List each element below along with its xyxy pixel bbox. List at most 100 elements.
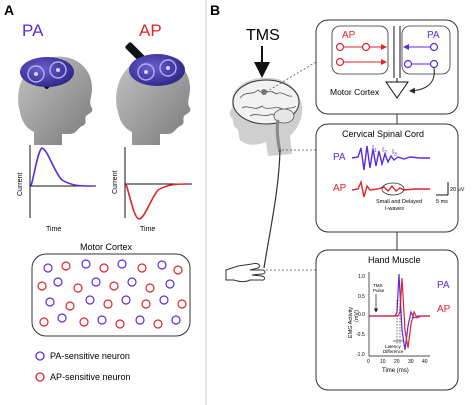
- spinal-ap-label: AP: [333, 183, 347, 194]
- ap-current-waveform: [125, 183, 189, 220]
- ap-neuron: [37, 281, 47, 291]
- ap-neuron: [137, 263, 147, 273]
- emg-ytick: 0.5: [358, 294, 365, 300]
- hand-muscle-panel: Hand Muscle EMG Activity (mV) 1.0 0.5 0.…: [315, 249, 459, 391]
- circuit-ap-label: AP: [342, 30, 356, 41]
- latency-label-2: Difference: [383, 349, 404, 354]
- ap-head-with-coil: [116, 42, 191, 145]
- brainstem: [275, 119, 282, 153]
- ap-neuron: [335, 57, 345, 67]
- time-axis-label: Time: [46, 226, 61, 233]
- spinal-pa-label: PA: [333, 152, 346, 163]
- pa-neuron: [429, 42, 439, 52]
- figure-eight-coil: [129, 54, 185, 86]
- ap-inner-box: [331, 25, 389, 75]
- pa-neuron: [403, 59, 413, 69]
- emg-ytick: -1.0: [356, 352, 365, 358]
- connector-cortex: [265, 61, 317, 93]
- emg-xlabel: Time (ms): [382, 368, 409, 374]
- small-delayed-label-1: Small and Delayed: [376, 199, 422, 205]
- current-axis-label: Current: [17, 173, 24, 196]
- side-head: [229, 77, 303, 156]
- legend-pa-marker: [35, 351, 45, 361]
- pa-neuron: [81, 259, 91, 269]
- emg-xtick: 40: [422, 359, 428, 365]
- pa-neuron: [57, 313, 67, 323]
- emg-ytick: 0.0: [358, 312, 365, 318]
- pa-neuron: [165, 279, 175, 289]
- ap-neuron: [73, 283, 83, 293]
- ap-neuron: [99, 263, 109, 273]
- tms-pulse-label: TMS: [373, 283, 383, 288]
- circuit-outer-box: [315, 19, 459, 115]
- pa-inner-box: [401, 25, 451, 75]
- ap-neuron: [335, 42, 345, 52]
- coil-wing-left: [27, 65, 45, 83]
- ap-title: AP: [139, 21, 162, 40]
- ap-spinal-waveform: [351, 179, 430, 198]
- ap-neuron: [153, 319, 163, 329]
- tms-pulse-label-2: Pulse: [373, 288, 385, 293]
- pa-title: PA: [22, 21, 44, 40]
- emg-ylabel-unit: (mV): [354, 310, 360, 322]
- ap-mep-waveform: [369, 277, 430, 349]
- legend-ap-label: AP-sensitive neuron: [50, 372, 131, 382]
- pa-current-waveform: [30, 147, 93, 187]
- hand-icon: [225, 263, 266, 282]
- ap-neuron: [103, 299, 113, 309]
- pa-neuron: [135, 315, 145, 325]
- delayed-iwave-highlight: [381, 182, 405, 196]
- cerebellum: [273, 108, 295, 124]
- ap-neuron: [65, 301, 75, 311]
- scale-ms-label: 5 ms: [436, 199, 448, 205]
- figure-eight-coil: [20, 57, 74, 87]
- pa-neuron: [97, 315, 107, 325]
- pa-current-plot: Current Time: [17, 145, 96, 233]
- pa-neuron: [127, 277, 137, 287]
- small-delayed-label-2: I-waves: [385, 206, 404, 212]
- pyramidal-neuron: [385, 81, 409, 99]
- current-axis-label: Current: [112, 171, 119, 194]
- pa-neuron: [117, 259, 127, 269]
- spinal-title: Cervical Spinal Cord: [342, 129, 424, 139]
- emg-xtick: 10: [380, 359, 386, 365]
- pa-neuron: [53, 277, 63, 287]
- emg-ytick: -0.5: [356, 332, 365, 338]
- hand-title: Hand Muscle: [368, 255, 421, 265]
- scale-uv-label: 20 uV: [450, 187, 465, 193]
- pa-neuron: [43, 263, 53, 273]
- pa-mep-waveform: [369, 273, 430, 351]
- coil-wing-right: [159, 59, 177, 77]
- ap-neuron: [173, 265, 183, 275]
- pa-neuron: [45, 297, 55, 307]
- emg-ylabel: EMG Activity: [348, 307, 354, 338]
- output-arrow: [409, 67, 435, 94]
- circuit-pa-label: PA: [427, 30, 440, 41]
- coil-wing-left: [137, 63, 155, 81]
- pa-spinal-waveform: [351, 145, 430, 171]
- legend-ap-marker: [35, 372, 45, 382]
- panel-a-label: A: [4, 2, 14, 18]
- spinal-box: [315, 123, 459, 233]
- panel-b-label: B: [210, 2, 220, 18]
- pa-neuron: [157, 260, 167, 270]
- ap-neuron: [177, 299, 187, 309]
- time-axis-label: Time: [140, 226, 155, 233]
- ap-current-plot: Current Time: [112, 147, 192, 233]
- circuit-motor-cortex-label: Motor Cortex: [330, 87, 380, 97]
- legend-pa-label: PA-sensitive neuron: [50, 351, 130, 361]
- i2-label: I2: [382, 147, 387, 156]
- hand-box: [315, 249, 459, 391]
- motor-cortex-circuit: AP PA Motor Cortex: [315, 19, 459, 115]
- pa-neuron: [121, 295, 131, 305]
- cervical-spinal-cord-panel: Cervical Spinal Cord PA I1 I2 I3 AP Smal…: [315, 123, 465, 233]
- hand-pa-label: PA: [437, 280, 450, 291]
- motor-cortex-title: Motor Cortex: [80, 242, 133, 252]
- emg-xtick: 20: [394, 359, 400, 365]
- coil-wing-right: [49, 61, 67, 79]
- hand-ap-label: AP: [437, 304, 451, 315]
- motor-cortex-spot: [261, 89, 267, 95]
- motor-cortex-box: [31, 253, 191, 337]
- emg-xtick: 0: [367, 359, 370, 365]
- ap-neuron: [115, 319, 125, 329]
